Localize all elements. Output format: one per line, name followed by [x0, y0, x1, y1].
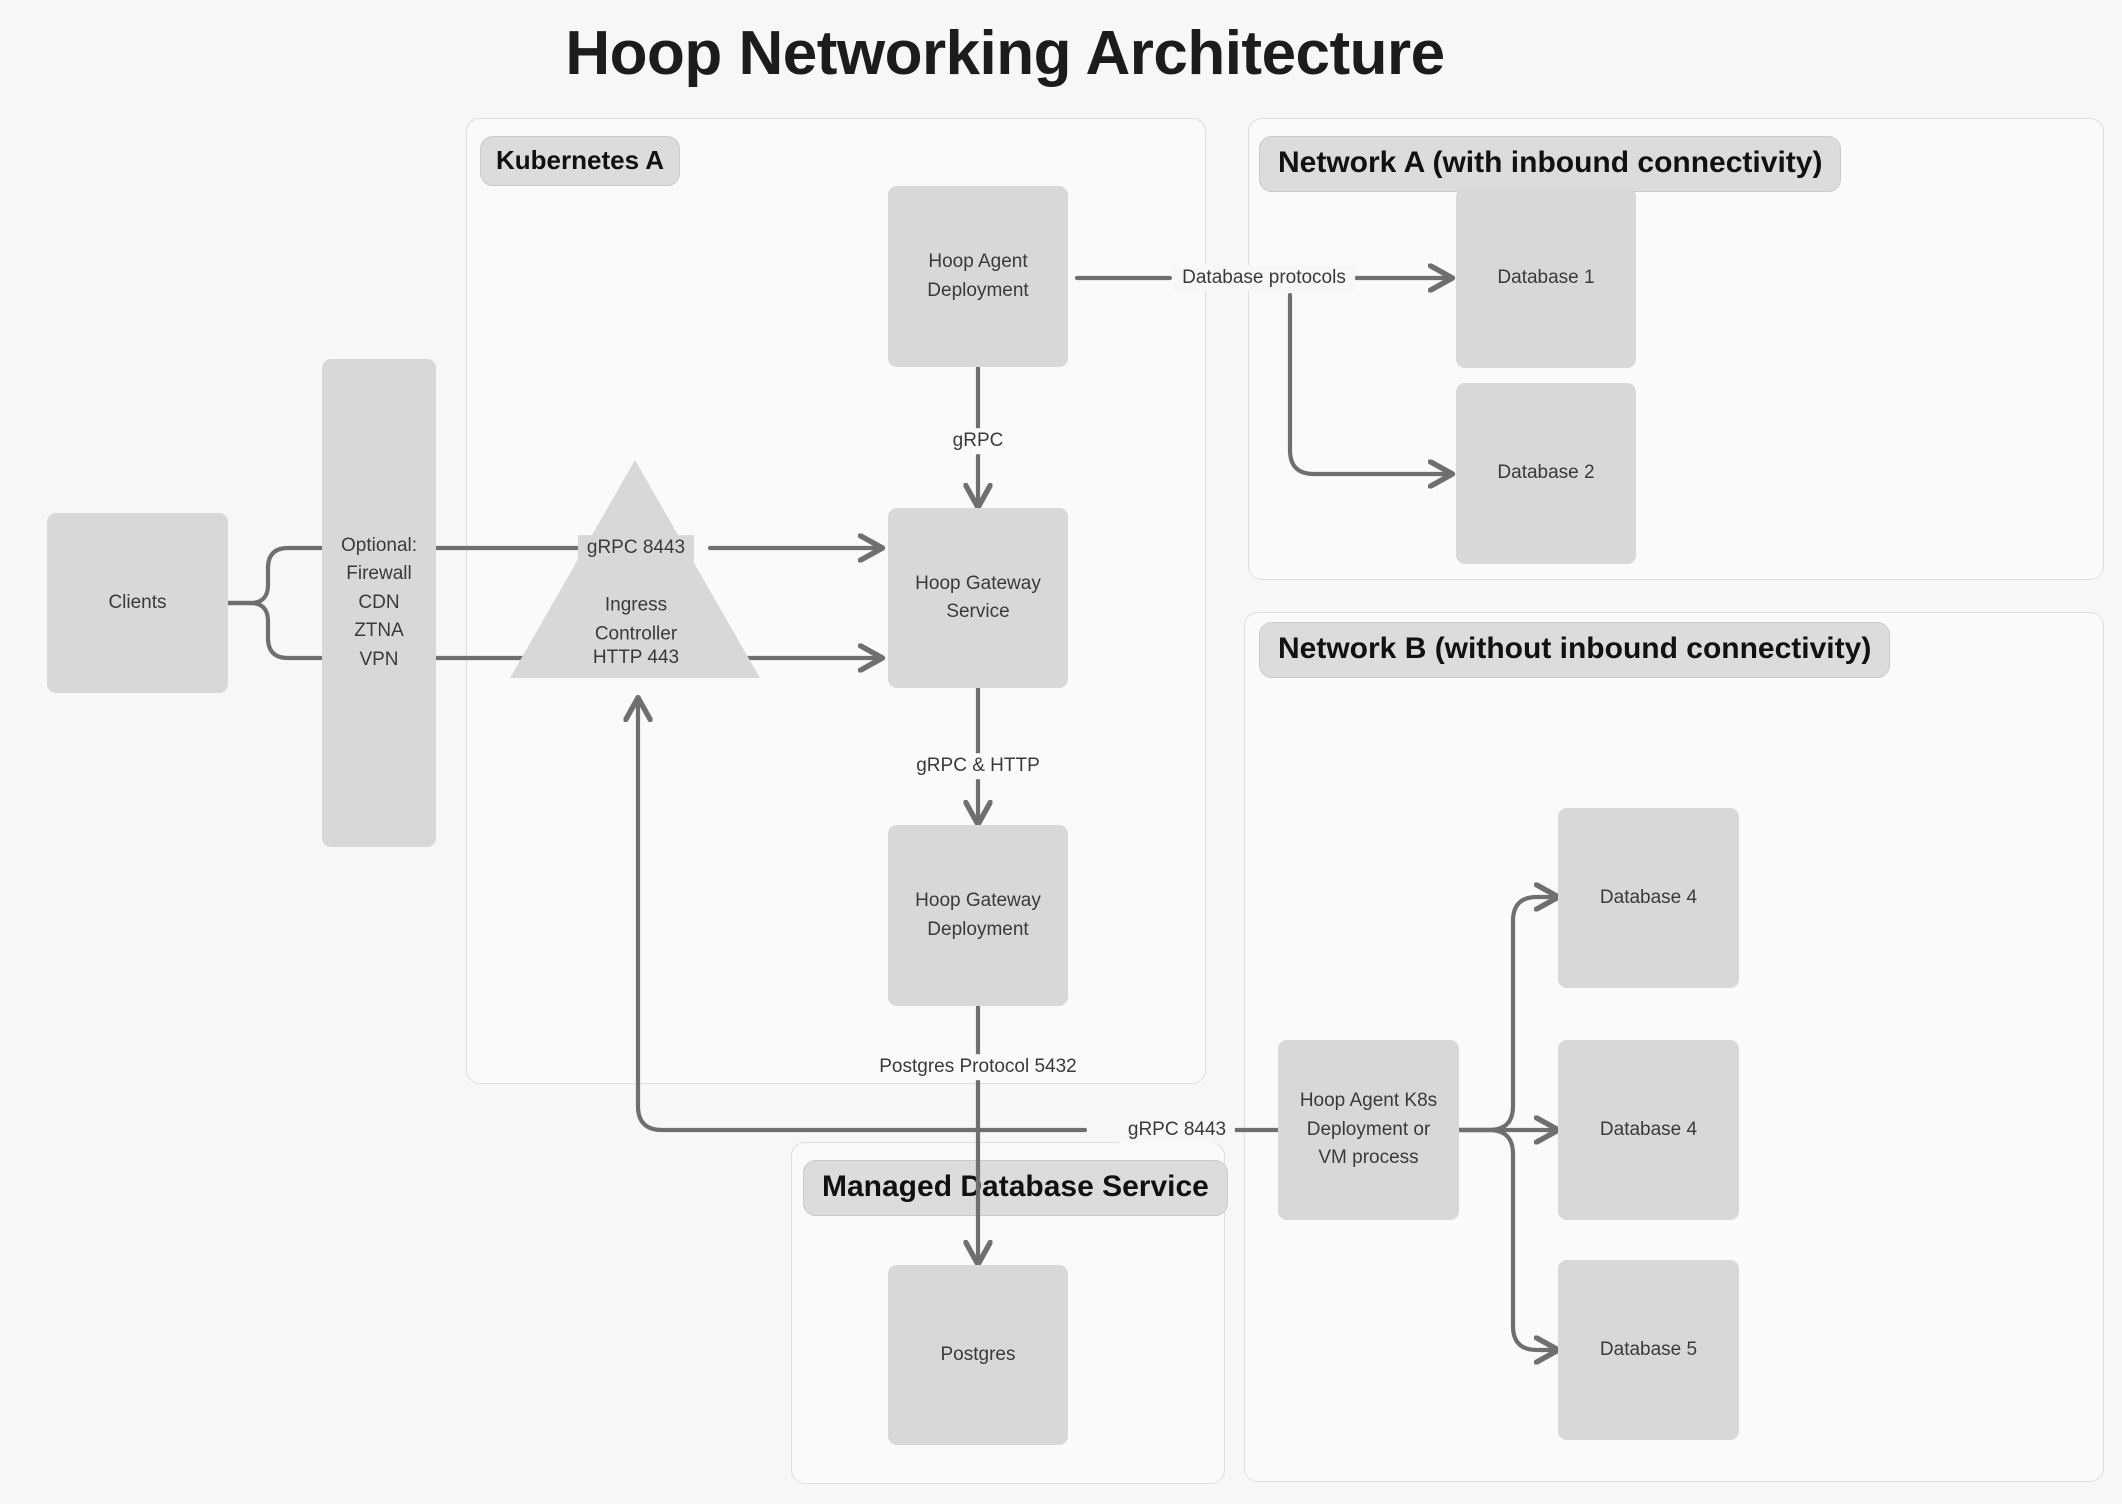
hoop-agent-k8s-line-3: VM process [1318, 1147, 1419, 1169]
postgres-label: Postgres [940, 1343, 1016, 1365]
database-2-label: Database 2 [1497, 462, 1595, 484]
ingress-line-1: Ingress [604, 594, 668, 616]
edge-label-grpc-http-service-to-deployment: gRPC & HTTP [907, 753, 1049, 779]
hoop-gateway-service-line-2: Service [946, 601, 1010, 622]
edge-label-grpc-agent-to-service: gRPC [943, 428, 1013, 454]
node-clients[interactable]: Clients [47, 513, 228, 693]
edge-label-grpc-8443-ingress: gRPC 8443 [577, 535, 695, 561]
hoop-agent-deployment-line-2: Deployment [927, 279, 1029, 301]
ingress-controller-label: Ingress Controller [595, 592, 677, 649]
group-label-kubernetes-a: Kubernetes A [480, 136, 681, 186]
group-label-managed-database-service: Managed Database Service [803, 1160, 1228, 1216]
node-optional-edge-services[interactable]: Optional: Firewall CDN ZTNA VPN [322, 359, 436, 847]
hoop-gateway-deployment-line-2: Deployment [927, 918, 1029, 940]
database-4a-label: Database 4 [1599, 886, 1698, 908]
edge-label-database-protocols: Database protocols [1173, 265, 1355, 291]
database-4b-label: Database 4 [1599, 1118, 1698, 1140]
edge-label-http-443-ingress: HTTP 443 [583, 645, 689, 671]
database-5-label: Database 5 [1599, 1338, 1698, 1360]
node-hoop-gateway-service[interactable]: Hoop Gateway Service [888, 508, 1068, 688]
node-database-4a[interactable]: Database 4 [1558, 808, 1739, 988]
optional-line-2: Firewall [346, 563, 412, 585]
optional-line-3: CDN [358, 591, 400, 613]
edge-label-postgres-protocol: Postgres Protocol 5432 [870, 1054, 1086, 1080]
node-database-1[interactable]: Database 1 [1456, 188, 1636, 368]
node-database-2[interactable]: Database 2 [1456, 383, 1636, 564]
group-label-network-a: Network A (with inbound connectivity) [1259, 136, 1842, 192]
ingress-line-2: Controller [594, 623, 678, 644]
page-title: Hoop Networking Architecture [565, 19, 1445, 88]
hoop-agent-k8s-line-1: Hoop Agent K8s [1299, 1090, 1438, 1112]
node-hoop-agent-k8s[interactable]: Hoop Agent K8s Deployment or VM process [1278, 1040, 1459, 1220]
optional-line-5: VPN [359, 648, 399, 670]
hoop-gateway-service-line-1: Hoop Gateway [915, 572, 1041, 594]
hoop-agent-k8s-line-2: Deployment or [1306, 1118, 1431, 1140]
optional-line-1: Optional: [340, 534, 418, 556]
group-label-network-b: Network B (without inbound connectivity) [1259, 622, 1891, 678]
node-database-4b[interactable]: Database 4 [1558, 1040, 1739, 1220]
hoop-agent-deployment-line-1: Hoop Agent [928, 251, 1028, 272]
edge-clients-to-optional-bottom [225, 600, 325, 661]
database-1-label: Database 1 [1497, 266, 1595, 288]
edge-clients-to-optional-top [225, 545, 325, 606]
clients-label: Clients [108, 591, 167, 613]
node-hoop-gateway-deployment[interactable]: Hoop Gateway Deployment [888, 825, 1068, 1006]
node-database-5[interactable]: Database 5 [1558, 1260, 1739, 1440]
optional-line-4: ZTNA [354, 620, 404, 642]
node-hoop-agent-deployment[interactable]: Hoop Agent Deployment [888, 186, 1068, 367]
node-postgres[interactable]: Postgres [888, 1265, 1068, 1445]
edge-label-grpc-8443-agent-return: gRPC 8443 [1118, 1117, 1236, 1143]
hoop-gateway-deployment-line-1: Hoop Gateway [915, 890, 1041, 911]
